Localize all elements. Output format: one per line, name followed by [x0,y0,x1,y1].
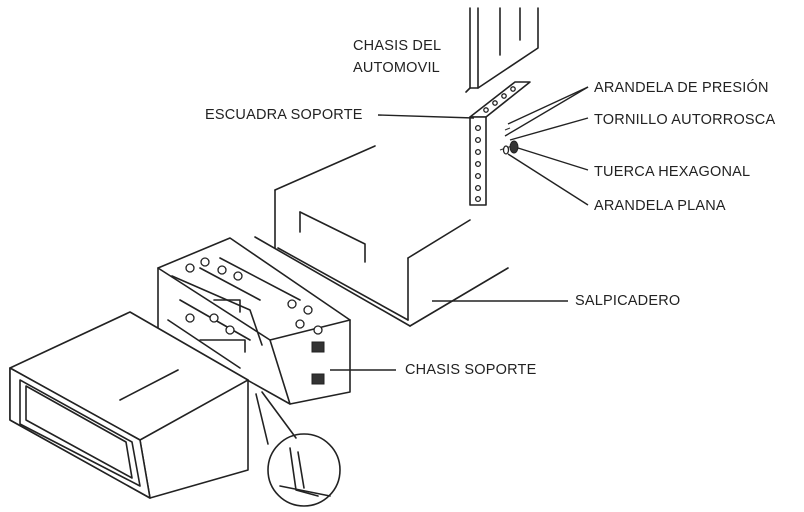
label-hex-nut: TUERCA HEXAGONAL [594,164,750,180]
car-chassis-illustration [465,7,539,93]
label-car-chassis-line1: CHASIS DEL [353,38,441,54]
label-flat-washer: ARANDELA PLANA [594,198,726,214]
leader-lines [330,86,589,371]
label-lock-washer: ARANDELA DE PRESIÓN [594,79,769,96]
label-dashboard: SALPICADERO [575,293,680,309]
label-support-chassis: CHASIS SOPORTE [405,362,537,378]
label-mounting-bracket: ESCUADRA SOPORTE [205,107,363,123]
mounting-bracket-illustration [469,81,531,206]
label-self-tapping-screw: TORNILLO AUTORROSCA [594,112,775,128]
support-chassis-illustration [157,237,351,405]
detail-circle-illustration [255,391,341,507]
support-chassis-holes [185,257,323,335]
radio-unit-illustration [9,311,249,499]
label-car-chassis-line2: AUTOMOVIL [353,60,440,76]
bracket-holes [474,86,516,203]
dashboard-illustration [254,145,509,327]
